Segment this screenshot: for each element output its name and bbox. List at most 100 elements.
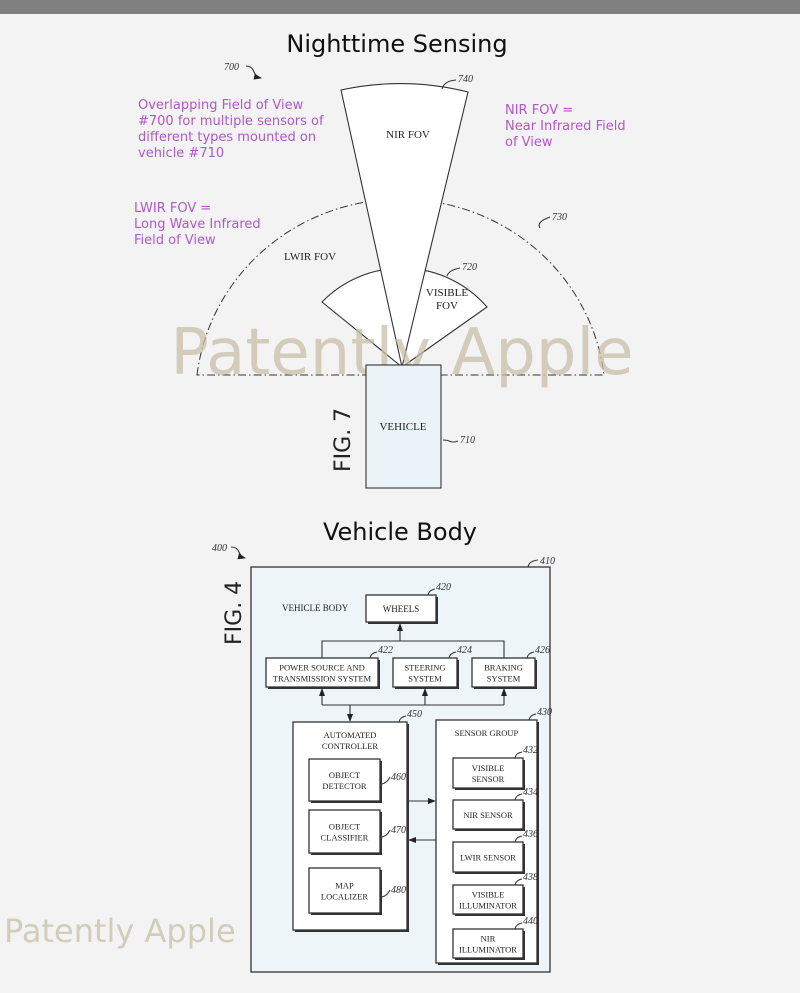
nir-illuminator-box-ref: 440 [523, 916, 538, 927]
note-overlap-line: vehicle #710 [138, 146, 224, 161]
note-overlap: Overlapping Field of View #700 for multi… [138, 98, 324, 161]
fig4-title: Vehicle Body [323, 518, 477, 546]
wheels-box-ref: 420 [436, 582, 451, 593]
visible-illuminator-box-label: VISIBLE [472, 889, 505, 899]
watermark-bottom: Patently Apple [4, 912, 236, 950]
object-classifier-box-label: CLASSIFIER [321, 832, 369, 842]
vehicle-box [365, 364, 442, 489]
top-banner [0, 0, 800, 14]
vehicle-body-label: VEHICLE BODY [282, 603, 349, 613]
nir-sensor-box-frame [452, 799, 524, 830]
note-lwir-line: LWIR FOV = [134, 201, 211, 216]
vehicle-label: VEHICLE [379, 421, 426, 433]
ref-720: 720 [462, 262, 477, 273]
automated-controller-box-ref: 450 [407, 709, 422, 720]
visible-sensor-box-ref: 432 [523, 745, 538, 756]
object-classifier-box-label: OBJECT [329, 821, 361, 831]
map-localizer-box-ref-leader [381, 889, 391, 898]
fig7-title: Nighttime Sensing [286, 30, 507, 58]
nir-illuminator-box-label: ILLUMINATOR [459, 944, 517, 954]
lwir-sensor-box-frame [452, 841, 524, 873]
lwir-sensor-box-ref: 436 [523, 829, 538, 840]
nir-sensor-box-label: NIR SENSOR [463, 810, 513, 820]
fig4-vehicle-body: Vehicle Body FIG. 4 400 410 VEHICLE BODY… [4, 518, 555, 973]
object-classifier-box-ref: 470 [391, 825, 406, 836]
power-source-box-ref-leader [369, 651, 378, 659]
ref-700: 700 [224, 62, 239, 73]
automated-controller-box-label: AUTOMATED [324, 730, 377, 740]
ref-730-leader [538, 216, 551, 229]
object-detector-box-label: OBJECT [329, 770, 361, 780]
visible-sensor-box-label: VISIBLE [472, 763, 505, 773]
visible-illuminator-box-ref-leader [514, 878, 523, 886]
object-detector-box-label: DETECTOR [322, 781, 367, 791]
power-source-box-label: POWER SOURCE AND [279, 662, 364, 672]
sensor-group-box-ref-leader [528, 713, 537, 721]
map-localizer-box-label: MAP [335, 880, 354, 890]
visible-illuminator-box-label: ILLUMINATOR [459, 900, 517, 910]
power-source-box-label: TRANSMISSION SYSTEM [273, 673, 372, 683]
visible-illuminator-box-ref: 438 [523, 872, 538, 883]
nir-illuminator-box-ref-leader [514, 922, 523, 930]
ref-710-leader [442, 439, 459, 443]
map-localizer-box-ref: 480 [391, 885, 406, 896]
connector-to-wheels [321, 640, 505, 658]
note-lwir-line: Field of View [134, 233, 216, 248]
object-detector-box-frame [308, 758, 381, 802]
ref-410: 410 [540, 556, 555, 567]
nir-sensor-box-ref-leader [514, 793, 523, 801]
braking-box-label: SYSTEM [487, 673, 521, 683]
wheels-box-frame [365, 594, 437, 623]
map-localizer-box-frame [308, 867, 381, 914]
wheels-box-ref-leader [427, 588, 436, 596]
braking-box-label: BRAKING [484, 662, 523, 672]
object-classifier-box-frame [308, 809, 381, 854]
steering-box-label: SYSTEM [408, 673, 442, 683]
visible-sensor-box-ref-leader [514, 751, 523, 759]
ref-720-leader [446, 267, 461, 277]
braking-box-ref: 426 [535, 645, 550, 656]
object-detector-box-ref-leader [381, 776, 391, 785]
note-nir-line: Near Infrared Field [505, 119, 626, 134]
automated-controller-box-label: CONTROLLER [322, 741, 379, 751]
map-localizer-box-label: LOCALIZER [321, 891, 369, 901]
steering-box-ref-leader [448, 651, 457, 659]
note-overlap-line: #700 for multiple sensors of [138, 114, 324, 129]
ref-740: 740 [458, 74, 473, 85]
nir-illuminator-box-label: NIR [481, 933, 496, 943]
lwir-fov-label: LWIR FOV [284, 251, 336, 263]
object-detector-box-ref: 460 [391, 772, 406, 783]
visible-fov-label-2: FOV [436, 300, 458, 312]
steering-box-ref: 424 [457, 645, 472, 656]
visible-fov-label: VISIBLE [426, 287, 468, 299]
note-lwir-line: Long Wave Infrared [134, 217, 261, 232]
note-nir-line: NIR FOV = [505, 103, 573, 118]
nir-fov-label: NIR FOV [386, 129, 430, 141]
nir-fov-wedge [340, 83, 469, 368]
automated-controller-box-ref-leader [398, 715, 407, 723]
sensor-group-box-label: SENSOR GROUP [455, 728, 519, 738]
nir-illuminator-box-frame [452, 928, 524, 959]
visible-illuminator-box-frame [452, 884, 524, 915]
note-nir: NIR FOV = Near Infrared Field of View [505, 103, 626, 150]
ref-400: 400 [212, 543, 227, 554]
power-source-box-frame [265, 657, 379, 688]
ref-710: 710 [460, 435, 475, 446]
lwir-sensor-box: LWIR SENSOR 436 [452, 829, 538, 874]
ref-730: 730 [552, 212, 567, 223]
ref-740-leader [441, 79, 457, 90]
note-overlap-line: Overlapping Field of View [138, 98, 304, 113]
lwir-sensor-box-label: LWIR SENSOR [460, 852, 516, 862]
braking-box-frame [471, 657, 536, 688]
object-classifier-box-ref-leader [381, 829, 391, 838]
